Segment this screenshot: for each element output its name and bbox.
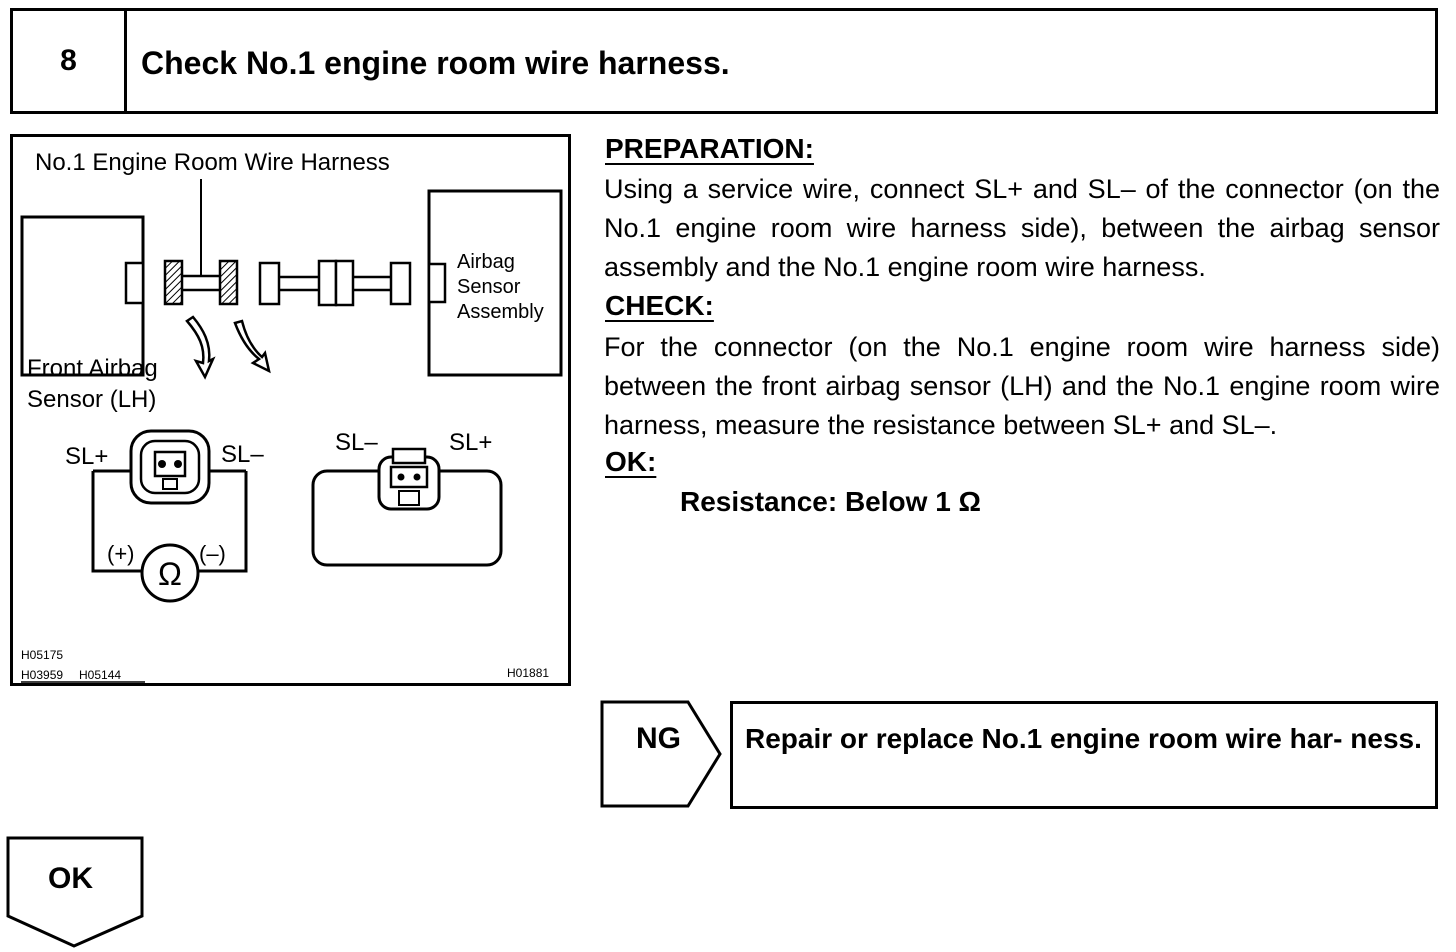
ok-heading: OK: (605, 446, 657, 477)
front-sensor-label-2: Sensor (LH) (27, 386, 156, 413)
wiring-diagram-svg: No.1 Engine Room Wire Harness Airbag Sen… (20, 149, 563, 683)
ng-action-text: Repair or replace No.1 engine room wire … (745, 723, 1422, 754)
ref-code-1: H05175 (21, 648, 63, 662)
ng-arrow-box (600, 700, 722, 808)
harness-plug-d (389, 261, 412, 306)
front-sensor-port (124, 261, 145, 305)
meter-negative-label: (–) (199, 541, 226, 566)
ref-code-right: H01881 (507, 666, 549, 680)
preparation-text: Using a service wire, connect SL+ and SL… (604, 174, 1440, 282)
ok-arrow-label: OK (48, 862, 93, 895)
ng-action-box (730, 701, 1438, 809)
ng-label: NG (636, 722, 681, 755)
ohmmeter (140, 543, 200, 603)
step-header: 8 Check No.1 engine room wire harness. (10, 8, 1438, 114)
ohm-symbol: Ω (158, 556, 182, 592)
front-sensor-connector (129, 429, 211, 505)
airbag-sensor-label-2: Sensor (457, 276, 521, 298)
airbag-sensor-port (427, 262, 447, 304)
right-pin-label-positive: SL+ (449, 429, 492, 456)
wiring-diagram: No.1 Engine Room Wire Harness Airbag Sen… (10, 134, 571, 686)
front-sensor-label-1: Front Airbag (27, 355, 158, 382)
ok-arrow-box (6, 836, 144, 948)
check-heading: CHECK: (605, 290, 714, 321)
harness-label: No.1 Engine Room Wire Harness (35, 149, 390, 176)
ref-code-3: H05144 (79, 668, 121, 682)
meter-positive-label: (+) (107, 541, 135, 566)
airbag-sensor-label-3: Assembly (457, 301, 544, 323)
harness-plug-c (334, 259, 355, 307)
disconnect-arrow-left (185, 315, 216, 380)
step-title: Check No.1 engine room wire harness. (141, 45, 730, 81)
disconnect-arrow-right (233, 319, 271, 374)
harness-plug-a (258, 261, 281, 306)
harness-side-connector (377, 455, 441, 511)
meter-lead-positive (91, 471, 141, 573)
left-pin-label-positive: SL+ (65, 443, 108, 470)
harness-plug-b (317, 259, 338, 307)
ref-code-2: H03959 (21, 668, 63, 682)
left-pin-label-negative: SL– (221, 441, 264, 468)
preparation-heading: PREPARATION: (605, 133, 814, 164)
harness-connector-right (218, 259, 239, 306)
step-number: 8 (13, 11, 127, 111)
right-pin-label-negative: SL– (335, 429, 378, 456)
check-text: For the connector (on the No.1 engine ro… (604, 332, 1440, 440)
ok-resistance-spec: Resistance: Below 1 Ω (680, 486, 981, 517)
harness-connector-left (163, 259, 184, 306)
airbag-sensor-label-1: Airbag (457, 251, 515, 273)
meter-lead-negative (197, 471, 248, 573)
